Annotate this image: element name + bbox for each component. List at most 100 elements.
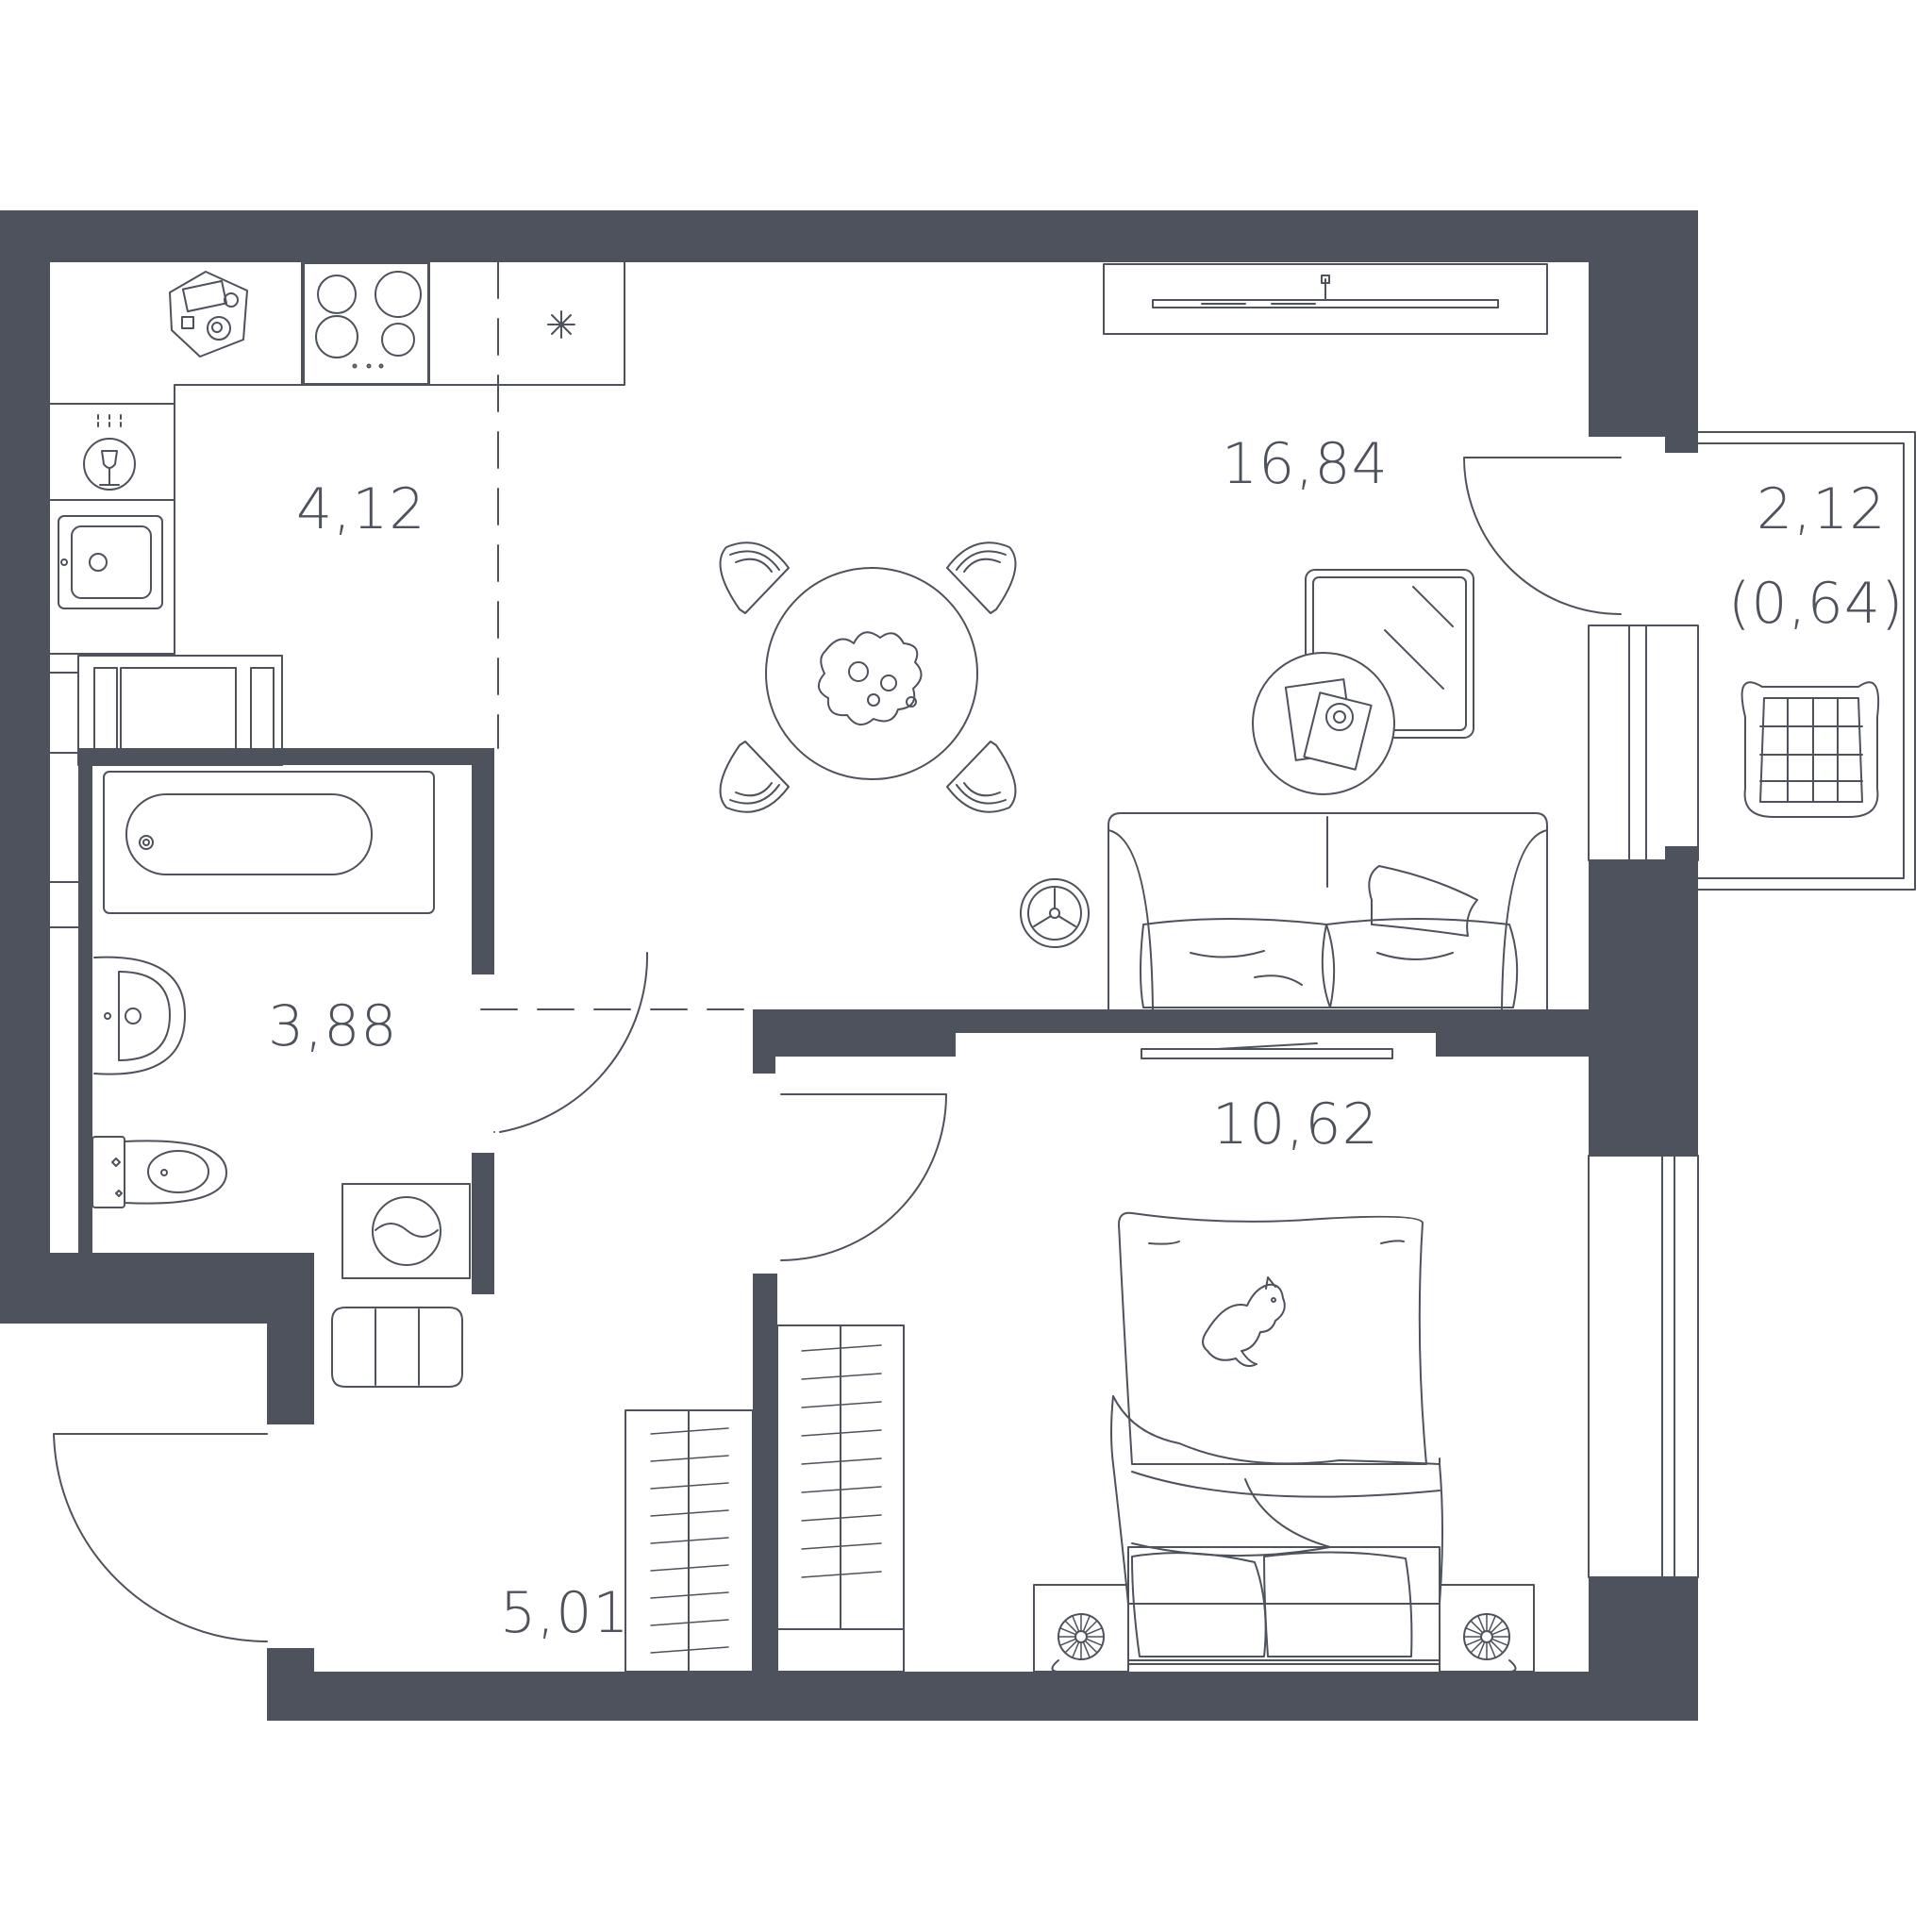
- tv-icon: [1103, 263, 1548, 335]
- wall-bath-bottom-step: [295, 1253, 314, 1295]
- hanger-line: [650, 1646, 729, 1654]
- nightstand-icon: [1033, 1584, 1129, 1673]
- fan-spoke: [1470, 1620, 1483, 1633]
- wardrobe-hangers: [650, 1344, 882, 1654]
- hanger-line: [650, 1619, 729, 1626]
- wall-entry-upper: [267, 1274, 314, 1424]
- wall-bedroom-left: [753, 1274, 777, 1674]
- heated-towel-rail: [77, 655, 283, 766]
- nightstand-icon: [1439, 1584, 1535, 1673]
- glass-icon: [83, 414, 136, 491]
- armchair-icon: [1740, 681, 1880, 818]
- wall-right-middle: [1589, 860, 1698, 1156]
- balcony-door: [1463, 457, 1622, 615]
- wall-bath-left: [78, 762, 92, 1253]
- wall-lower-left: [0, 1274, 314, 1324]
- hanger-line: [801, 1429, 882, 1437]
- bed-icon: [1110, 1211, 1443, 1665]
- kitchen-counter: [49, 261, 625, 405]
- wall-top: [0, 210, 1698, 262]
- fan-spoke: [1060, 1627, 1076, 1636]
- fan-spoke: [1082, 1641, 1091, 1657]
- fan-spoke: [1085, 1620, 1098, 1633]
- balcony-outline-inner: [1697, 442, 1905, 879]
- hanger-line: [650, 1427, 729, 1435]
- walls: [0, 210, 1698, 1721]
- balcony-outline: [1697, 431, 1916, 891]
- side-table-icon: [1020, 878, 1090, 948]
- entry-door: [53, 1433, 268, 1642]
- wall-entry-lower: [267, 1648, 314, 1721]
- kitchen-area-label: 4,12: [296, 476, 426, 542]
- hanger-line: [801, 1373, 882, 1380]
- wall-bath-top: [78, 748, 494, 765]
- bedroom-window: [1588, 1155, 1699, 1578]
- hanger-line: [650, 1482, 729, 1490]
- fan-spoke: [1082, 1616, 1091, 1632]
- fan-spoke: [1064, 1641, 1077, 1654]
- wall-lb-left-stub: [753, 1009, 956, 1057]
- washbasin-icon: [93, 956, 186, 1075]
- fan-spoke: [1466, 1627, 1482, 1636]
- sink-icon: [58, 515, 163, 609]
- bathroom-area-label: 3,88: [268, 993, 398, 1059]
- snowflake-icon: [547, 310, 575, 339]
- hanger-line: [801, 1486, 882, 1493]
- hanger-line: [650, 1564, 729, 1572]
- fan-spoke: [1491, 1620, 1504, 1633]
- fan-spoke: [1477, 1641, 1486, 1657]
- wall-lb-right-stub: [1436, 1009, 1589, 1057]
- dining-table-icon: [765, 567, 978, 780]
- fan-spoke: [1064, 1620, 1077, 1633]
- hanger-line: [650, 1591, 729, 1599]
- furniture: [58, 262, 1880, 1673]
- fan-spoke: [1470, 1641, 1483, 1654]
- wall-left: [0, 210, 50, 1324]
- balcony-window: [1588, 625, 1699, 861]
- fan-spoke: [1491, 1627, 1507, 1636]
- fan-spoke: [1072, 1616, 1080, 1632]
- hanger-line: [801, 1344, 882, 1352]
- wall-bath-right-upper: [472, 748, 494, 974]
- hanger-line: [801, 1457, 882, 1465]
- note-icon: [169, 271, 248, 358]
- hanger-line: [801, 1542, 882, 1550]
- bathroom-door: [493, 952, 649, 1133]
- bedroom-tv-icon: [1141, 1042, 1393, 1059]
- bedroom-area-label: 10,62: [1212, 1091, 1379, 1158]
- fan-spoke: [1086, 1627, 1102, 1636]
- balcony-area-label: 2,12: [1757, 476, 1887, 542]
- wall-bottom: [267, 1672, 1698, 1721]
- wall-lb-door-post: [753, 1009, 775, 1074]
- fan-spoke: [1477, 1616, 1486, 1632]
- hanger-line: [801, 1514, 882, 1522]
- hanger-line: [650, 1455, 729, 1462]
- wall-right-upper-notch: [1665, 437, 1698, 453]
- stove-icon: [303, 262, 429, 385]
- toilet-icon: [92, 1136, 227, 1208]
- coffee-table-icon: [1252, 652, 1395, 795]
- fan-spoke: [1060, 1638, 1076, 1646]
- hanger-line: [801, 1571, 882, 1578]
- sofa-icon: [1108, 812, 1548, 1010]
- bathtub-icon: [103, 771, 435, 914]
- fan-spoke: [1488, 1616, 1496, 1632]
- pouf-icon: [331, 1307, 463, 1388]
- fan-spoke: [1085, 1641, 1098, 1654]
- bedroom-door: [780, 1093, 947, 1261]
- living-area-label: 16,84: [1222, 431, 1389, 497]
- fan-spoke: [1086, 1638, 1102, 1646]
- hanger-line: [801, 1401, 882, 1408]
- washing-machine-icon: [341, 1183, 471, 1279]
- wall-bath-bottom: [50, 1253, 310, 1274]
- fan-spoke: [1491, 1638, 1507, 1646]
- wall-bath-right-lower: [472, 1153, 494, 1294]
- fan-spoke: [1072, 1641, 1080, 1657]
- hallway-area-label: 5,01: [500, 1580, 630, 1646]
- chair-icon: [946, 541, 1017, 614]
- dog-icon: [1202, 1276, 1286, 1367]
- fan-spoke: [1491, 1641, 1504, 1654]
- fan-spoke: [1488, 1641, 1496, 1657]
- fan-spoke: [1466, 1638, 1482, 1646]
